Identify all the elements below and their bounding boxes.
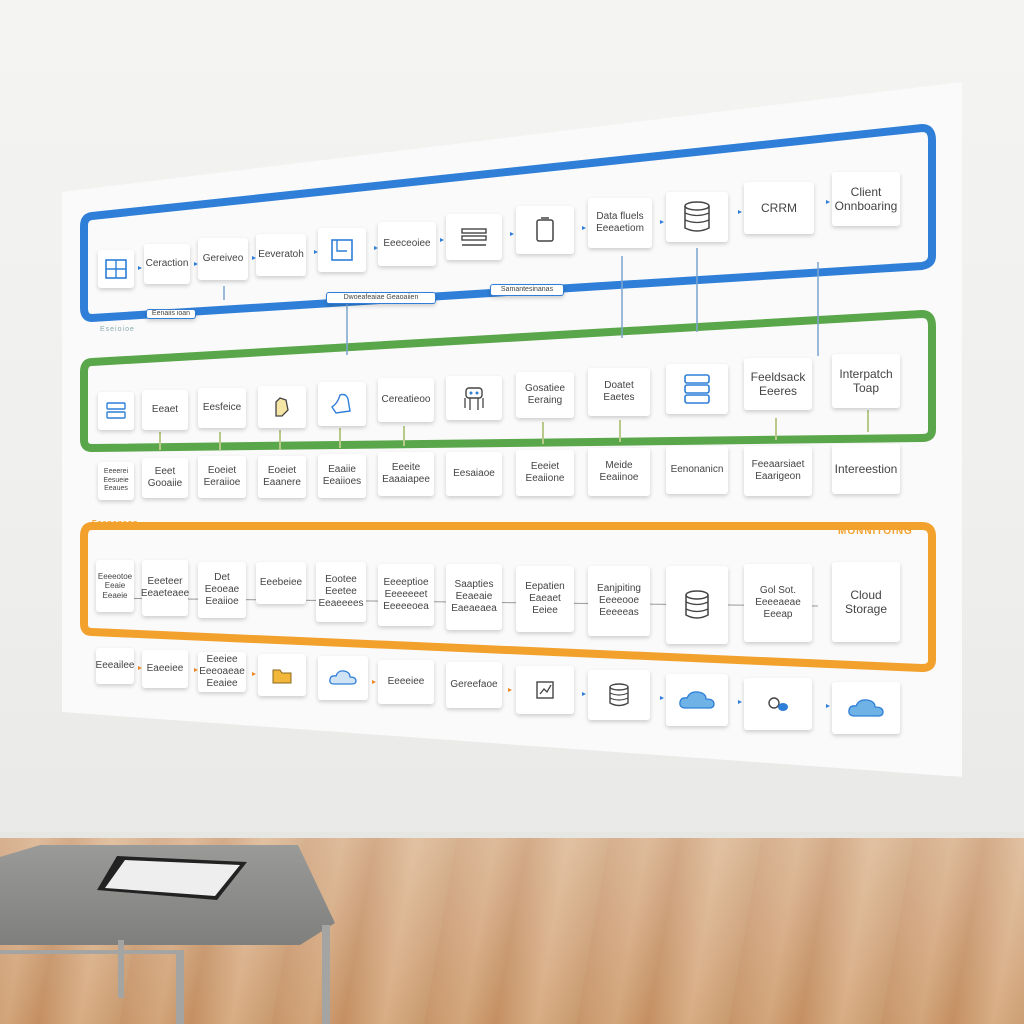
middle-node-1[interactable]: Eeeerei Eesueie Eeaues <box>98 462 134 500</box>
cloud-icon <box>848 699 884 717</box>
blue-node-7[interactable] <box>446 214 502 260</box>
green-node-3[interactable]: Eesfeice <box>198 388 246 428</box>
folder-icon <box>272 669 292 684</box>
middle-node-9[interactable]: Meide Eeaiinoe <box>588 448 650 496</box>
bottom-node-6[interactable]: Eeeeiee <box>378 660 434 704</box>
frame-icon <box>331 239 353 261</box>
blue-node-8[interactable] <box>516 206 574 254</box>
green-node-7[interactable] <box>446 376 502 420</box>
blue-node-4[interactable]: Eeveratoh <box>256 234 306 276</box>
blue-tag-1: Eenaiis ioan <box>146 309 196 319</box>
blue-node-10[interactable] <box>666 192 728 242</box>
orange-node-2[interactable]: Eeeteer Eeaeteaee <box>141 560 189 616</box>
database-icon <box>106 402 126 419</box>
bell-icon <box>331 393 351 414</box>
bottom-node-5[interactable] <box>318 656 368 700</box>
blue-node-2[interactable]: Ceraction <box>144 244 190 284</box>
blue-tag-2: Dwoeafeaiae Geaoaiien <box>326 292 436 304</box>
middle-node-11[interactable]: Feeaarsiaet Eaarigeon <box>744 446 812 496</box>
middle-node-5[interactable]: Eaaiie Eeaiioes <box>318 454 366 498</box>
green-node-6[interactable]: Cereatieoo <box>378 378 434 422</box>
bench-leg-right <box>322 925 330 1024</box>
green-node-4[interactable] <box>258 386 306 428</box>
bottom-node-11[interactable] <box>744 678 812 730</box>
orange-node-7[interactable]: Saapties Eeaeaie Eaeaeaea <box>446 564 502 630</box>
cloud-icon <box>679 691 715 709</box>
cloud-icon <box>329 670 357 685</box>
chart-icon <box>536 681 554 699</box>
blue-node-12[interactable]: Client Onnboaring <box>832 172 900 226</box>
middle-node-4[interactable]: Eoeiet Eaanere <box>258 456 306 498</box>
baseboard <box>0 832 1024 840</box>
middle-node-6[interactable]: Eeeite Eaaaiapee <box>378 452 434 496</box>
green-node-1[interactable] <box>98 392 134 430</box>
list-icon <box>461 228 487 246</box>
orange-node-11[interactable]: Gol Sot. Eeeeaeae Eeeap <box>744 564 812 642</box>
orange-node-8[interactable]: Eepatien Eaeaet Eeiee <box>516 566 574 632</box>
blue-tag-3: Samantesinanas <box>490 284 564 296</box>
middle-node-12[interactable]: Intereestion <box>832 444 900 494</box>
bottom-node-8[interactable] <box>516 666 574 714</box>
bench-rail <box>0 950 180 954</box>
database-icon <box>609 683 629 707</box>
middle-node-10[interactable]: Eenonanicn <box>666 446 728 494</box>
blue-node-1[interactable] <box>98 250 134 288</box>
blue-node-11[interactable]: CRRM <box>744 182 814 234</box>
bottom-node-1[interactable]: Eeeailee <box>96 648 134 684</box>
green-lane-label: Eseioioe <box>100 326 135 333</box>
bench-leg-front <box>176 950 184 1024</box>
green-node-12[interactable]: Interpatch Toap <box>832 354 900 408</box>
middle-node-8[interactable]: Eeeiet Eeaiione <box>516 450 574 496</box>
pill-icon <box>768 697 788 711</box>
document-icon <box>536 217 554 242</box>
hand-icon <box>275 397 289 417</box>
green-node-8[interactable]: Gosatiee Eeraing <box>516 372 574 418</box>
blue-node-6[interactable]: Eeeceoiee <box>378 222 436 266</box>
bottom-node-7[interactable]: Gereefaoe <box>446 662 502 708</box>
bench-leg-back <box>118 940 124 998</box>
green-node-9[interactable]: Doatet Eaetes <box>588 368 650 416</box>
green-node-5[interactable] <box>318 382 366 426</box>
bottom-node-2[interactable]: Eaeeiee <box>142 650 188 688</box>
bottom-node-4[interactable] <box>258 654 306 696</box>
workflow-board <box>62 82 962 777</box>
robot-icon <box>464 387 484 410</box>
orange-lane-label-right: MONNITOING <box>838 526 913 537</box>
orange-node-3[interactable]: Det Eeoeae Eeaiioe <box>198 562 246 618</box>
database-icon <box>684 201 710 232</box>
blue-node-3[interactable]: Gereiveo <box>198 238 248 280</box>
orange-node-9[interactable]: Eanjpiting Eeeeooe Eeeeeas <box>588 566 650 636</box>
bottom-node-10[interactable] <box>666 674 728 726</box>
middle-node-2[interactable]: Eeet Gooaiie <box>142 458 188 498</box>
bottom-node-12[interactable] <box>832 682 900 734</box>
orange-node-5[interactable]: Eootee Eeetee Eeaeeees <box>316 562 366 622</box>
bottom-node-9[interactable] <box>588 670 650 720</box>
server-icon <box>684 374 710 404</box>
blue-node-5[interactable] <box>318 228 366 272</box>
orange-node-6[interactable]: Eeeeptioe Eeeeeeet Eeeeeoea <box>378 564 434 626</box>
grid-icon <box>105 259 127 279</box>
bottom-node-3[interactable]: Eeeiee Eeeoaeae Eeaiee <box>198 652 246 692</box>
green-node-2[interactable]: Eeaet <box>142 390 188 430</box>
orange-node-1[interactable]: Eeeeotoe Eeaie Eeaeie <box>96 560 134 612</box>
orange-node-10[interactable] <box>666 566 728 644</box>
orange-node-4[interactable]: Eeebeiee <box>256 562 306 604</box>
green-node-11[interactable]: Feeldsack Eeeres <box>744 358 812 410</box>
middle-node-7[interactable]: Eesaiaoe <box>446 452 502 496</box>
middle-node-3[interactable]: Eoeiet Eeraiioe <box>198 456 246 498</box>
green-node-10[interactable] <box>666 364 728 414</box>
blue-node-9[interactable]: Data fluels Eeeaetiom <box>588 198 652 248</box>
orange-node-12[interactable]: Cloud Storage <box>832 562 900 642</box>
database-icon <box>685 590 709 619</box>
orange-lane-label-left: Eeenanaon <box>92 520 139 527</box>
